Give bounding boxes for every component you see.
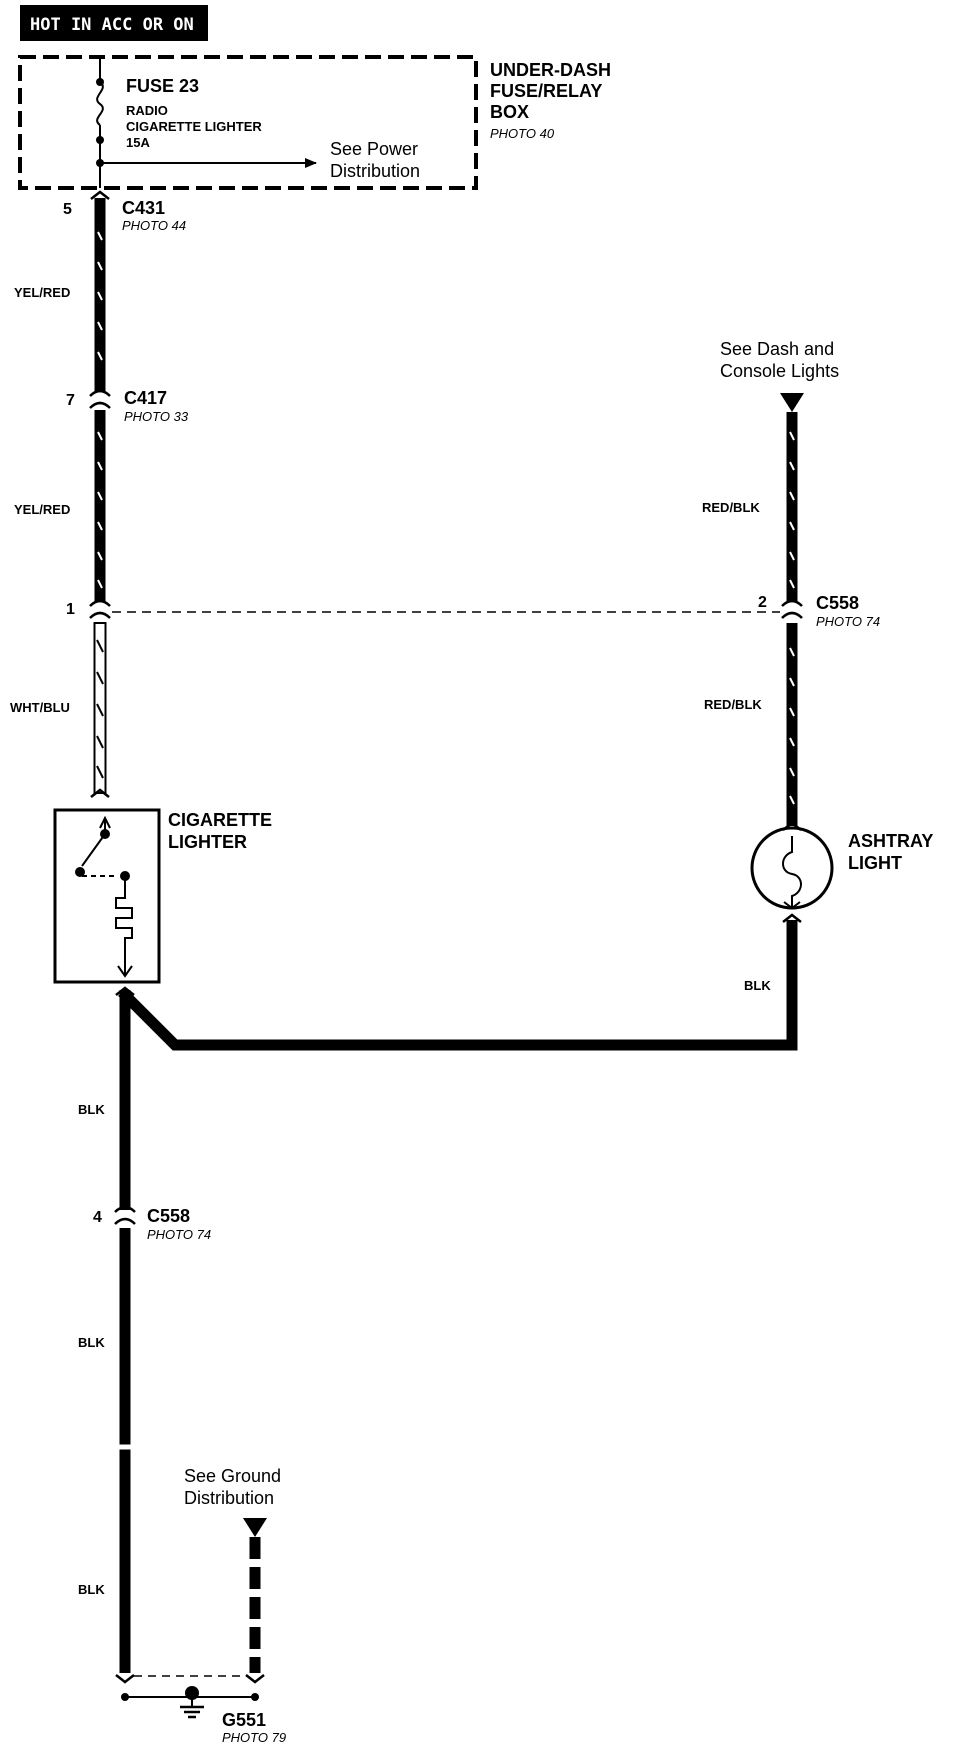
fuse-box-title-2: FUSE/RELAY <box>490 81 602 101</box>
wire-wht-blu-stripes <box>96 639 104 779</box>
ground-note-1: See Ground <box>184 1466 281 1486</box>
ashtray-light-filament <box>782 836 802 910</box>
ground-splice-right-end <box>245 1674 265 1684</box>
ashtray-label-1: ASHTRAY <box>848 831 933 851</box>
c417-pin: 7 <box>66 392 75 409</box>
wire-red-blk-upper-stripes <box>789 431 795 589</box>
c558-pin-2: 2 <box>758 594 767 611</box>
wire-red-blk-lower-stripes <box>789 647 795 805</box>
ground-symbol <box>180 1686 204 1719</box>
c417-photo: PHOTO 33 <box>124 409 189 424</box>
wire-wht-blu-end <box>90 788 110 798</box>
fuse-desc-2: CIGARETTE LIGHTER <box>126 119 262 134</box>
wire-label-wht-blu: WHT/BLU <box>10 700 70 715</box>
c558-pin-1: 1 <box>66 601 75 618</box>
ground-splice-left-end <box>115 1674 135 1684</box>
wire-label-red-blk-1: RED/BLK <box>702 500 760 515</box>
c431-photo: PHOTO 44 <box>122 218 186 233</box>
wire-label-blk-ashtray: BLK <box>744 978 771 993</box>
dash-feed-arrow <box>780 393 804 412</box>
fuse-element <box>96 81 104 126</box>
dash-note-1: See Dash and <box>720 339 834 359</box>
wire-label-yel-red-2: YEL/RED <box>14 502 70 517</box>
lighter-ground-end <box>115 986 135 996</box>
c431-connector-symbol <box>90 190 110 200</box>
wire-label-yel-red-1: YEL/RED <box>14 285 70 300</box>
fuse-desc-1: RADIO <box>126 103 168 118</box>
ground-bus-right-node <box>251 1693 259 1701</box>
c558-lower-photo: PHOTO 74 <box>147 1227 211 1242</box>
cigarette-lighter-internals <box>75 815 133 978</box>
cigarette-lighter-box <box>53 808 161 984</box>
c558-lower-name: C558 <box>147 1206 190 1226</box>
c558-connector-pin2-symbol <box>781 599 803 619</box>
c558-right-photo: PHOTO 74 <box>816 614 880 629</box>
wire-blk-ashtray <box>118 920 798 1051</box>
c558-connector-pin1-symbol <box>89 599 111 619</box>
ground-note-2: Distribution <box>184 1488 274 1508</box>
fuse-desc-3: 15A <box>126 135 150 150</box>
c558-right-name: C558 <box>816 593 859 613</box>
wire-label-red-blk-2: RED/BLK <box>704 697 762 712</box>
ground-feed-arrow <box>243 1518 267 1537</box>
c558-lower-pin: 4 <box>93 1209 102 1226</box>
fuse-box-title-1: UNDER-DASH <box>490 60 611 80</box>
c431-pin: 5 <box>63 201 72 218</box>
ashtray-label-2: LIGHT <box>848 853 902 873</box>
c431-name: C431 <box>122 198 165 218</box>
power-note-2: Distribution <box>330 161 420 181</box>
lighter-label-1: CIGARETTE <box>168 810 272 830</box>
hot-label: HOT IN ACC OR ON <box>30 15 194 35</box>
wire-label-blk-2: BLK <box>78 1335 105 1350</box>
c417-name: C417 <box>124 388 167 408</box>
hot-label-badge <box>20 5 208 41</box>
lighter-label-2: LIGHTER <box>168 832 247 852</box>
fuse-box-title-3: BOX <box>490 102 529 122</box>
wire-yel-red-lower-stripes <box>97 431 103 589</box>
fuse-relay-box <box>18 55 478 190</box>
ashtray-ground-end <box>782 913 802 923</box>
fuse-box-photo: PHOTO 40 <box>490 126 555 141</box>
dash-note-2: Console Lights <box>720 361 839 381</box>
fuse-name: FUSE 23 <box>126 76 199 96</box>
ground-bus-left-node <box>121 1693 129 1701</box>
c417-connector-symbol <box>89 389 111 409</box>
wire-yel-red-upper-stripes <box>97 231 103 361</box>
wire-label-blk-1: BLK <box>78 1102 105 1117</box>
power-note-1: See Power <box>330 139 418 159</box>
ground-name: G551 <box>222 1710 266 1730</box>
c558-lower-connector-symbol <box>114 1205 136 1225</box>
wire-label-blk-3: BLK <box>78 1582 105 1597</box>
ground-photo: PHOTO 79 <box>222 1730 286 1745</box>
